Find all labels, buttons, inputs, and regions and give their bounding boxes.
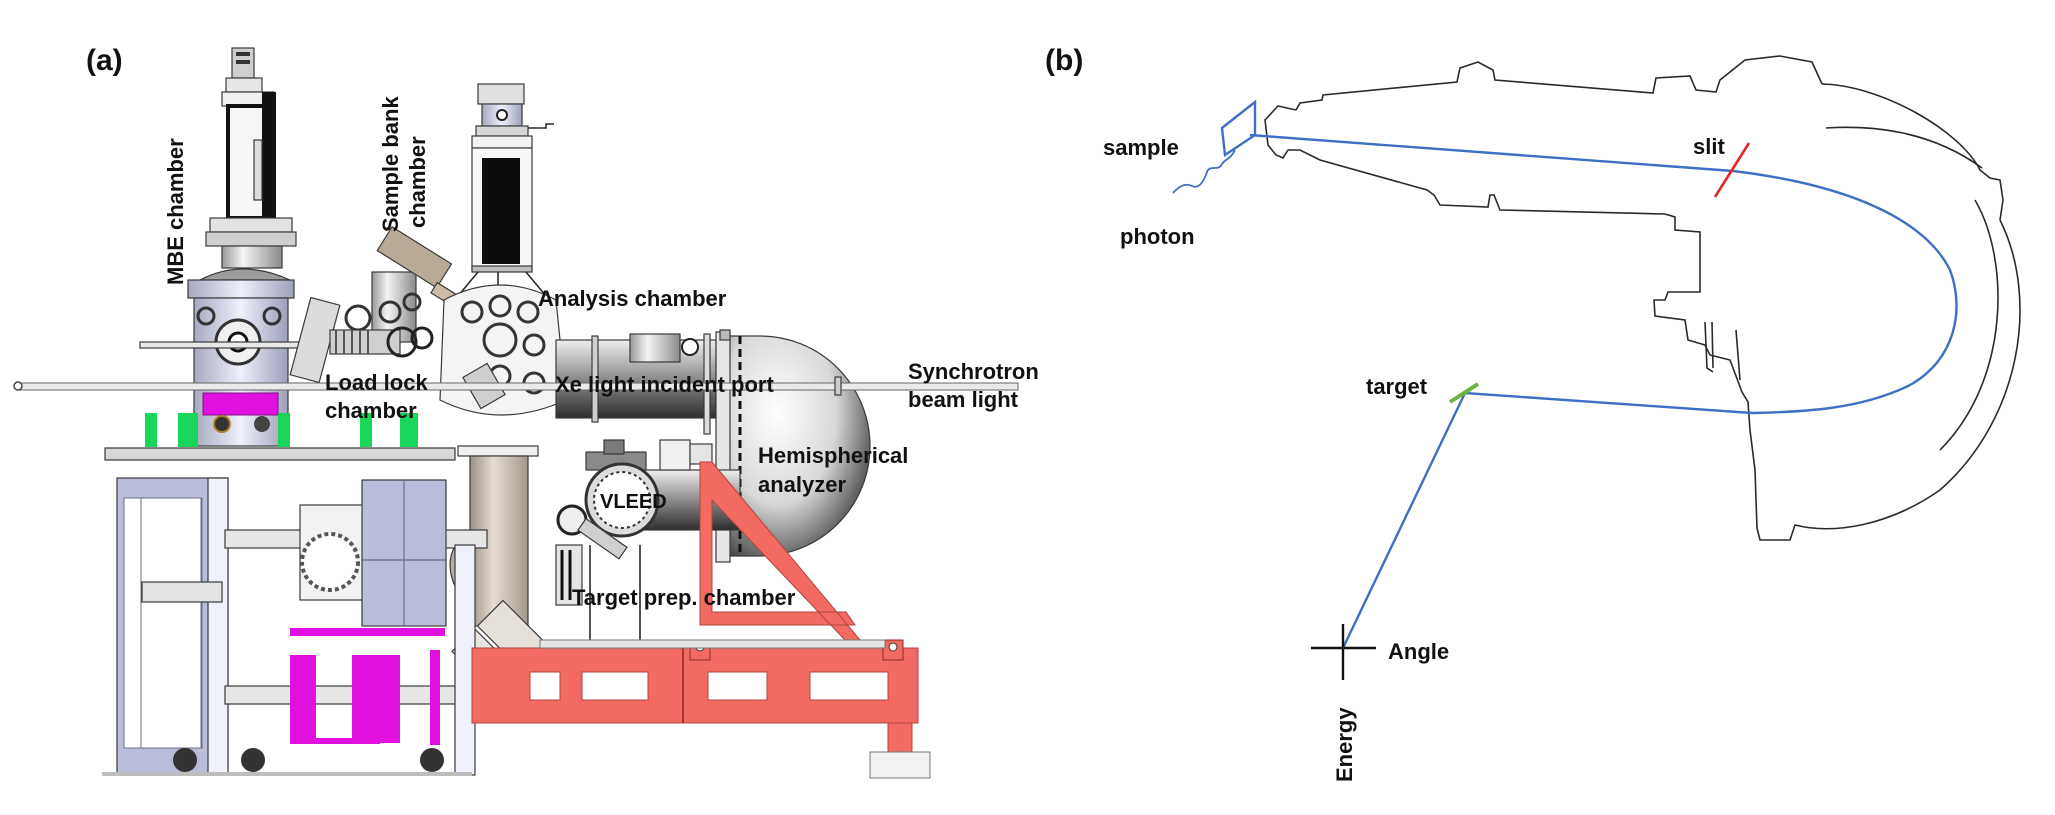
panel-a-label: (a): [86, 44, 123, 77]
panel-a: (a): [13, 44, 1039, 779]
beam-line-rod: [13, 376, 1019, 396]
label-xe-light-port: Xe light incident port: [555, 372, 774, 397]
label-sample: sample: [1103, 135, 1179, 160]
label-target: target: [1366, 374, 1428, 399]
label-hemispherical-line1: Hemispherical: [758, 443, 908, 468]
panel-b: (b) sample photon slit targ: [1045, 44, 2021, 782]
label-mbe-chamber: MBE chamber: [163, 138, 188, 285]
target-marker: [1448, 382, 1480, 404]
label-analysis-chamber: Analysis chamber: [538, 286, 727, 311]
lavender-support-frame: [102, 477, 488, 776]
label-load-lock-line1: Load lock: [325, 370, 428, 395]
label-slit: slit: [1693, 134, 1725, 159]
red-support-frame: [471, 461, 931, 779]
mbe-chamber-drawing: [139, 47, 311, 447]
label-hemispherical-line2: analyzer: [758, 472, 846, 497]
label-sample-bank-line2: chamber: [405, 136, 430, 228]
panel-b-label: (b): [1045, 44, 1083, 77]
label-photon: photon: [1120, 224, 1195, 249]
sample-bank-chamber-drawing: [289, 226, 476, 384]
label-synchrotron-line1: Synchrotron: [908, 359, 1039, 384]
detector-axes-icon: [1311, 624, 1376, 680]
label-vleed: VLEED: [600, 491, 667, 513]
analyzer-outline: [1264, 55, 2021, 541]
label-sample-bank-line1: Sample bank: [378, 96, 403, 232]
label-angle-axis: Angle: [1388, 639, 1449, 664]
slit-marker: [1713, 142, 1751, 198]
label-target-prep-chamber: Target prep. chamber: [572, 585, 796, 610]
analysis-chamber-drawing: [439, 83, 567, 416]
label-energy-axis: Energy: [1332, 707, 1357, 782]
electron-trajectory: [1249, 133, 1958, 649]
sample-plate: [1220, 99, 1257, 158]
mbe-base-hardware: [104, 392, 456, 461]
photon-wave: [1172, 149, 1236, 194]
label-synchrotron-line2: beam light: [908, 387, 1019, 412]
vleed-drawing: [555, 439, 741, 640]
label-load-lock-line2: chamber: [325, 398, 417, 423]
